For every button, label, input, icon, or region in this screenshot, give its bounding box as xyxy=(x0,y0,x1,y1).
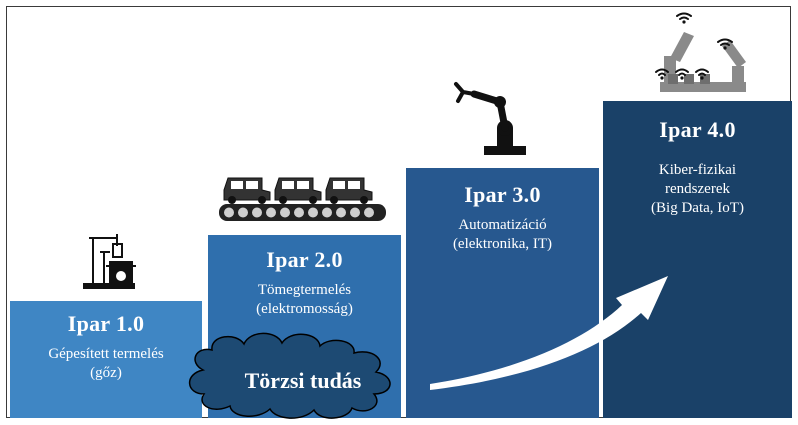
smart-factory-wifi-icon xyxy=(655,12,746,92)
growth-arrow xyxy=(430,276,668,390)
step-desc-line: Kiber-fizikai xyxy=(658,162,737,178)
step-desc-line: rendszerek xyxy=(665,181,730,197)
step-description: Gépesített termelés (gőz) xyxy=(10,345,202,383)
step-description: Automatizáció (elektronika, IT) xyxy=(406,216,599,254)
step-desc-line: Tömegtermelés xyxy=(257,282,352,298)
step-desc-line: Gépesített termelés xyxy=(48,346,164,362)
step-desc-line: (elektronika, IT) xyxy=(452,236,553,252)
step-title: Ipar 4.0 xyxy=(659,117,736,142)
step-description: Tömegtermelés (elektromosság) xyxy=(208,281,401,319)
step-title: Ipar 1.0 xyxy=(67,311,145,336)
step-desc-line: (gőz) xyxy=(90,365,122,381)
car-assembly-line-icon xyxy=(219,177,386,221)
step-desc-line: Automatizáció xyxy=(458,217,547,233)
robot-arm-icon xyxy=(454,82,526,155)
step-description: Kiber-fizikai rendszerek (Big Data, IoT) xyxy=(603,161,792,218)
step-desc-line: (Big Data, IoT) xyxy=(651,200,744,216)
step-title: Ipar 2.0 xyxy=(266,247,343,272)
step-ipar-4: Ipar 4.0 Kiber-fizikai rendszerek (Big D… xyxy=(603,101,792,418)
step-ipar-1: Ipar 1.0 Gépesített termelés (gőz) xyxy=(10,301,202,418)
step-title: Ipar 3.0 xyxy=(464,182,541,207)
step-desc-line: (elektromosság) xyxy=(256,301,353,317)
steam-machine-icon xyxy=(83,234,136,289)
cloud-label: Törzsi tudás xyxy=(244,368,362,393)
knowledge-cloud xyxy=(188,332,391,419)
